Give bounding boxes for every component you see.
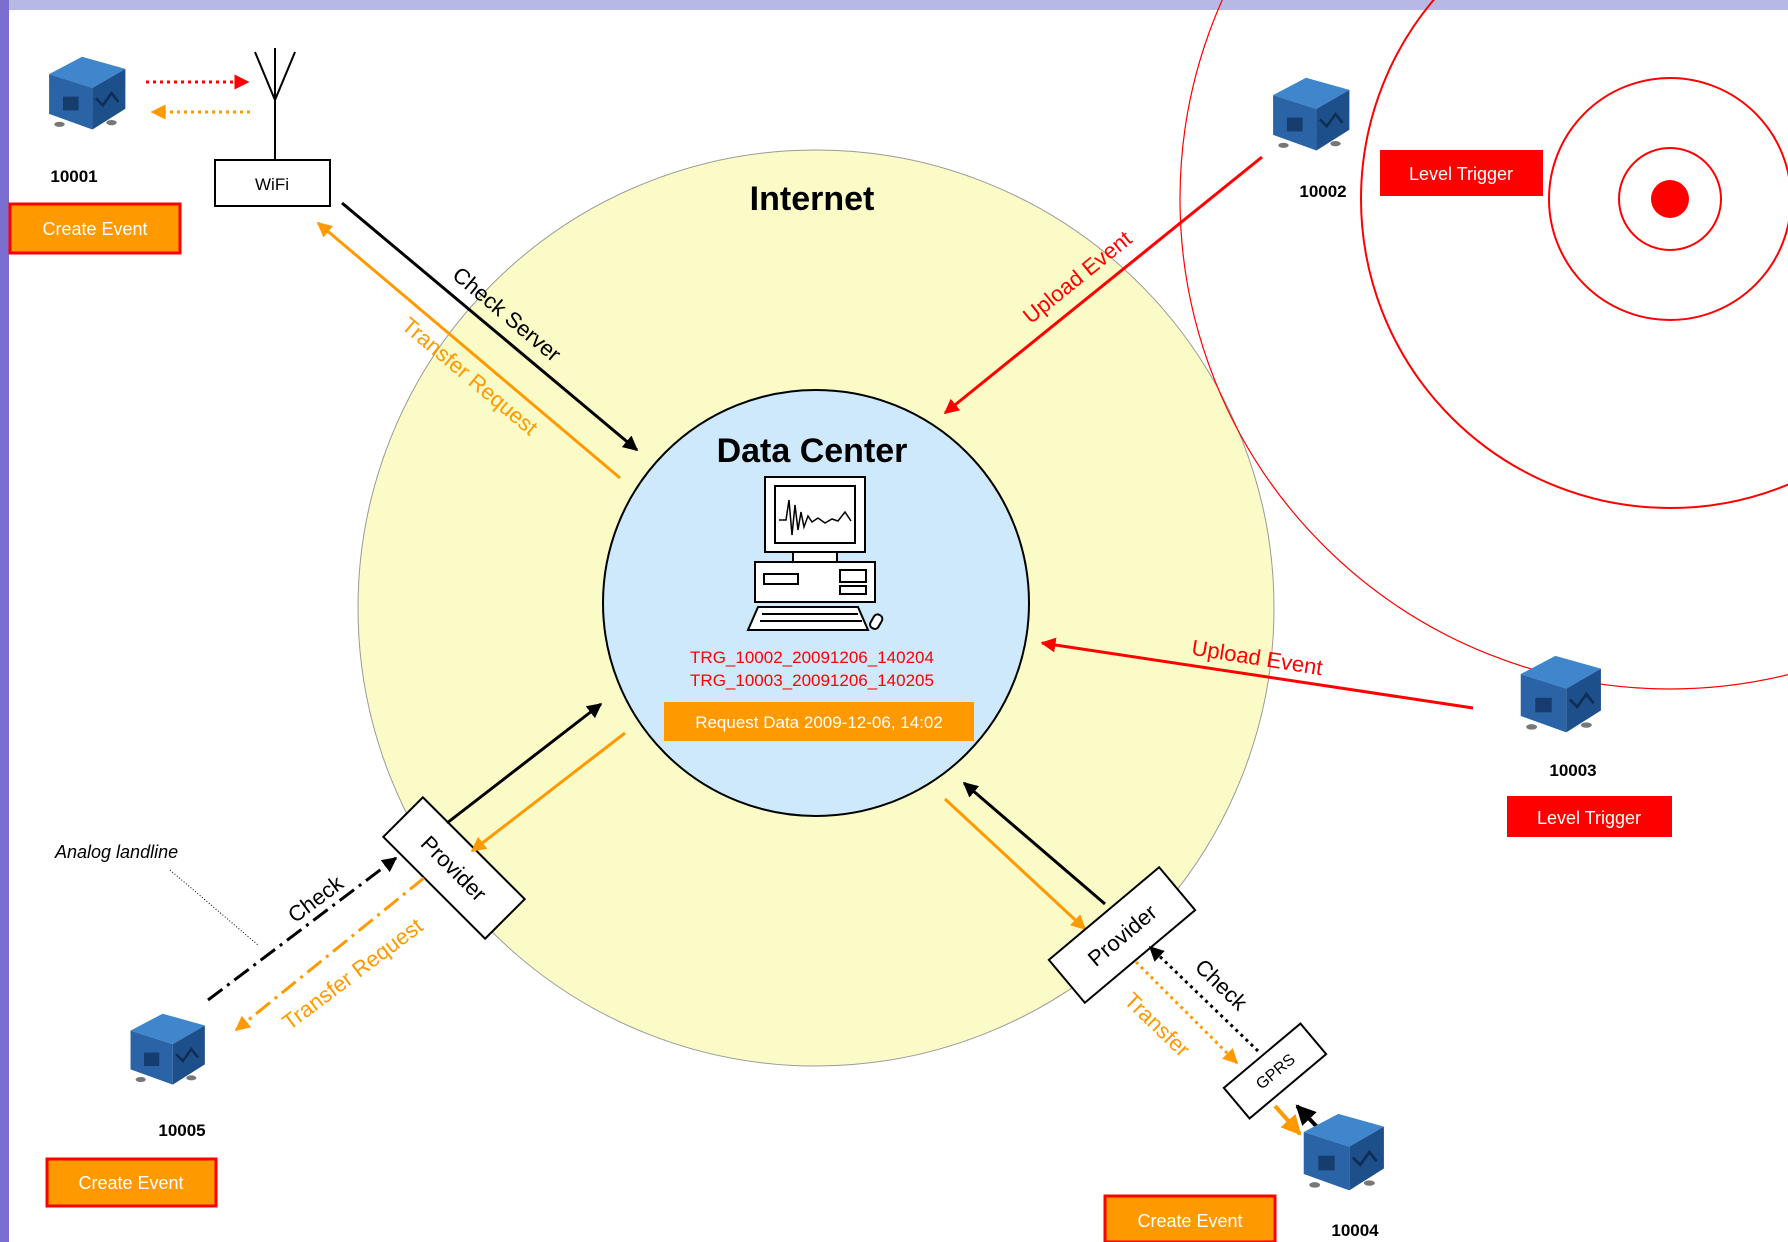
gprs-box: GPRS [1222, 1022, 1328, 1120]
gprs-transfer-label: Transfer [1119, 987, 1195, 1061]
event-file-2: TRG_10003_20091206_140205 [690, 671, 934, 690]
analog-landline-label: Analog landline [54, 842, 178, 862]
provider-left-up-arrow [446, 702, 603, 825]
station-10002-level-trigger-badge[interactable]: Level Trigger [1380, 150, 1543, 196]
station-10005-action-label: Create Event [78, 1173, 183, 1193]
trigger-rings [1179, 0, 1788, 690]
computer-icon [746, 476, 884, 631]
upload-event-10003-arrow [1040, 637, 1474, 710]
gprs-transfer-arrow [1134, 960, 1239, 1065]
landline-check-arrow [207, 856, 398, 1002]
station-10005-sensor-icon[interactable] [129, 1012, 207, 1087]
station-10004-id: 10004 [1331, 1221, 1379, 1240]
station-10003-sensor-icon[interactable] [1519, 654, 1603, 735]
station-10003-id: 10003 [1549, 761, 1596, 780]
station-10005-id: 10005 [158, 1121, 205, 1140]
provider-left-down-arrow [470, 731, 626, 853]
internet-label: Internet [750, 180, 875, 218]
station-10005-create-event-button[interactable]: Create Event [45, 1157, 218, 1208]
wifi-box: WiFi [214, 159, 331, 207]
station-10001-create-event-button[interactable]: Create Event [8, 202, 182, 255]
station-10002-sensor-icon[interactable] [1271, 76, 1351, 153]
request-data-button[interactable]: Request Data 2009-12-06, 14:02 [664, 702, 974, 741]
gprs-check-label: Check [1190, 954, 1253, 1016]
station-10004-action-label: Create Event [1137, 1211, 1242, 1231]
trigger-epicenter [1651, 180, 1689, 218]
data-center-label: Data Center [717, 432, 908, 470]
station-10003-level-trigger-badge[interactable]: Level Trigger [1507, 796, 1672, 837]
gprs-down-arrow [1273, 1104, 1302, 1136]
landline-pointer-line [169, 869, 259, 946]
provider-right-up-arrow [962, 781, 1106, 906]
transfer-request-wifi-arrow [316, 221, 621, 480]
station-10004-create-event-button[interactable]: Create Event [1103, 1194, 1277, 1242]
station-10001-sensor-icon[interactable] [47, 55, 127, 132]
provider-right-down-arrow [943, 797, 1087, 931]
station-10001-action-label: Create Event [42, 219, 147, 239]
event-file-1: TRG_10002_20091206_140204 [690, 648, 934, 667]
wifi-label: WiFi [255, 175, 289, 194]
landline-transfer-arrow [234, 876, 425, 1032]
top-border [0, 0, 1788, 10]
station-10001-id: 10001 [50, 167, 97, 186]
antenna-icon [254, 48, 296, 160]
upload-event-10002-arrow [943, 155, 1263, 415]
left-border [0, 0, 9, 1242]
station-10002-id: 10002 [1299, 182, 1346, 201]
station-10002-action-label: Level Trigger [1409, 164, 1513, 184]
request-data-label: Request Data 2009-12-06, 14:02 [695, 713, 943, 732]
station-10003-action-label: Level Trigger [1537, 808, 1641, 828]
check-server-arrow [341, 201, 639, 452]
